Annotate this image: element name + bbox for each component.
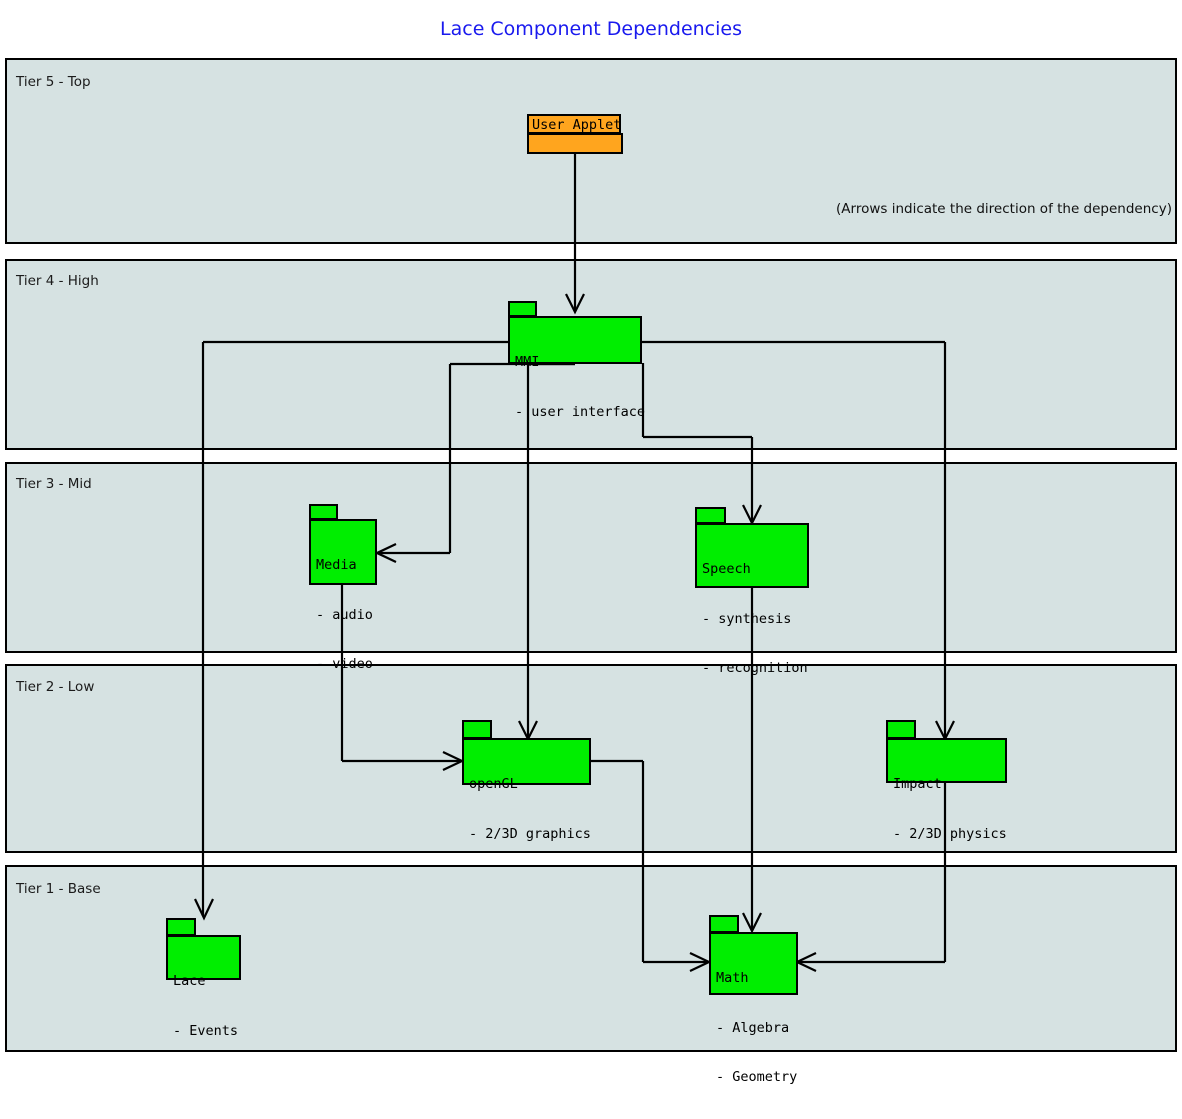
tier-label-tier3: Tier 3 - Mid — [16, 476, 92, 492]
component-opengl-name: openGL — [469, 776, 518, 792]
component-impact-name: Impact — [893, 776, 942, 792]
component-math-tab — [709, 915, 739, 933]
arrowhead-media-right — [374, 543, 397, 563]
component-speech-name: Speech — [702, 561, 751, 577]
tier-band-tier1 — [5, 865, 1177, 1052]
component-mmi-body: MMI - user interface — [508, 316, 645, 420]
component-user-applet-body — [527, 133, 623, 154]
component-user-applet-label: User Applet — [527, 114, 621, 134]
component-media-detail-2: - video — [316, 656, 373, 672]
component-mmi-name: MMI — [515, 354, 540, 370]
component-math-detail-2: - Geometry — [716, 1069, 798, 1085]
arrowhead-math-top — [742, 912, 762, 934]
arrowhead-lace-top — [194, 898, 214, 921]
page-title: Lace Component Dependencies — [440, 18, 742, 40]
component-impact-detail-1: - 2/3D physics — [893, 825, 1007, 842]
component-speech-tab — [695, 507, 726, 524]
component-impact-tab — [886, 720, 916, 739]
component-media-tab — [309, 504, 338, 520]
tier-band-tier3 — [5, 462, 1177, 653]
diagram-canvas: Lace Component Dependencies Tier 5 - Top… — [5, 18, 1177, 1085]
component-lace-detail-1: - Events — [173, 1022, 239, 1039]
component-math-name: Math — [716, 970, 749, 986]
component-math-detail-1: - Algebra — [716, 1019, 790, 1036]
tier-label-tier2: Tier 2 - Low — [16, 679, 95, 695]
tier-label-tier5: Tier 5 - Top — [16, 74, 91, 90]
component-speech-detail-2: - recognition — [702, 660, 808, 676]
tier-label-tier1: Tier 1 - Base — [16, 881, 101, 897]
component-mmi-tab — [508, 301, 537, 317]
component-opengl-detail-1: - 2/3D graphics — [469, 825, 591, 842]
component-speech-body: Speech - synthesis - recognition — [695, 523, 809, 676]
component-media-detail-1: - audio — [316, 606, 373, 623]
component-opengl-body: openGL - 2/3D graphics — [462, 738, 591, 842]
component-media-body: Media - audio - video — [309, 519, 377, 672]
component-media-name: Media — [316, 557, 357, 573]
component-speech-detail-1: - synthesis — [702, 610, 792, 627]
dependency-connectors — [194, 153, 955, 972]
component-mmi-detail-1: - user interface — [515, 403, 646, 420]
component-impact-body: Impact - 2/3D physics — [886, 738, 1007, 842]
arrow-direction-note: (Arrows indicate the direction of the de… — [836, 201, 1172, 217]
component-lace-body: Lace - Events — [166, 935, 241, 1039]
tier-label-tier4: Tier 4 - High — [16, 273, 99, 289]
component-math-body: Math - Algebra - Geometry — [709, 932, 798, 1085]
arrowhead-mmi-top — [565, 293, 585, 315]
component-lace-name: Lace — [173, 973, 206, 989]
component-opengl-tab — [462, 720, 492, 739]
component-lace-tab — [166, 918, 196, 936]
